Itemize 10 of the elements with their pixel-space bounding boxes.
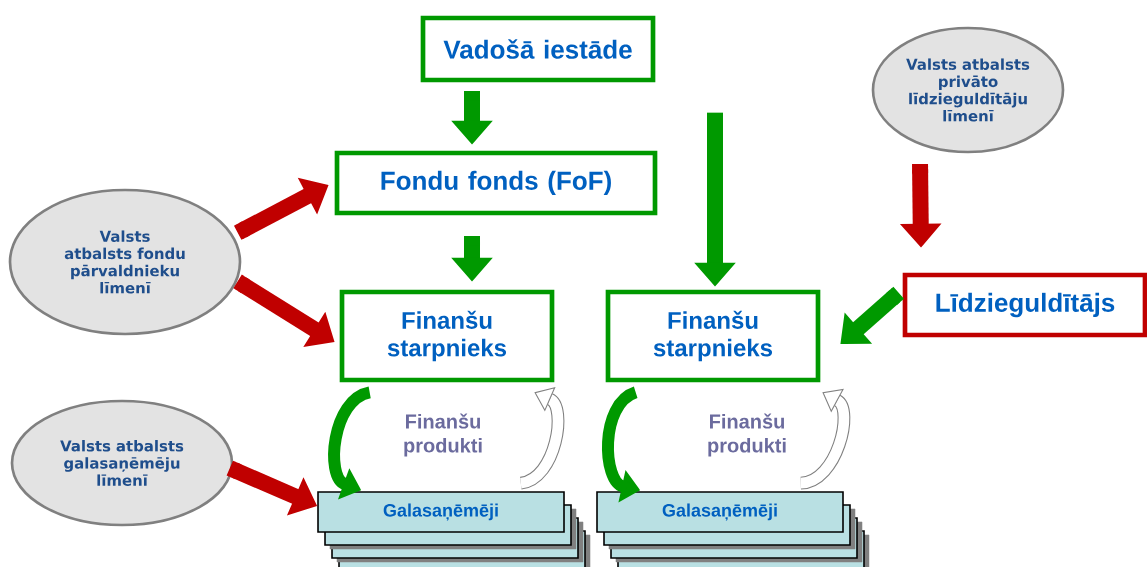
stacked-box: Galasaņēmēji (596, 491, 870, 567)
curved-arrow (799, 388, 851, 490)
process-box: Līdzieguldītājs (902, 272, 1147, 338)
caption-text: Finanšu produkti (708, 413, 786, 457)
stacked-box: Galasaņēmēji (317, 491, 591, 567)
caption-text: Finanšu produkti (404, 413, 482, 457)
process-box: Vadošā iestāde (420, 15, 656, 83)
process-box: Fondu fonds (FoF) (334, 150, 658, 216)
process-box: Finanšu starpnieks (605, 289, 821, 383)
process-box: Finanšu starpnieks (339, 289, 555, 383)
